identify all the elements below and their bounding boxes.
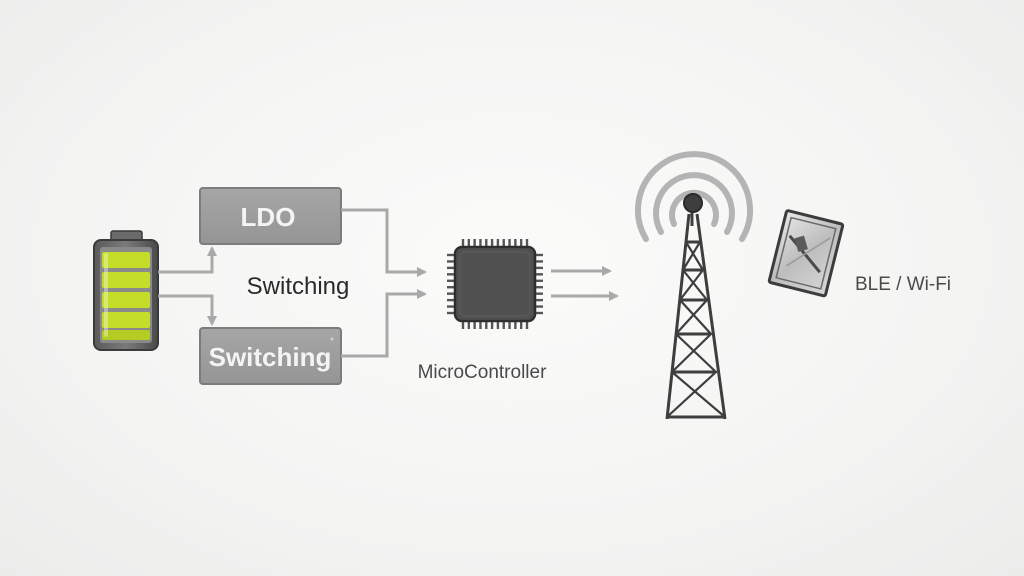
- mcu-output-arrows: [551, 266, 619, 301]
- battery-connectors: [158, 246, 217, 326]
- battery-to-switching-arrow: [158, 294, 217, 326]
- switching-block: Switching: [199, 327, 342, 385]
- wireless-module-icon: [767, 209, 845, 298]
- battery-icon: [93, 230, 159, 351]
- regulator-connectors: [341, 208, 427, 358]
- ldo-label: LDO: [241, 202, 296, 232]
- ldo-block: LDO: [199, 187, 342, 245]
- switching-to-mcu-arrow: [341, 289, 427, 358]
- signal-waves-icon: [635, 151, 753, 242]
- microcontroller-chip-icon: [447, 239, 543, 329]
- wireless-label: BLE / Wi-Fi: [855, 274, 951, 295]
- switching-mid-label: Switching: [247, 273, 350, 300]
- ldo-to-mcu-arrow: [341, 208, 427, 277]
- microcontroller-label: MicroController: [418, 362, 547, 383]
- radio-tower-icon: [665, 193, 727, 420]
- battery-to-ldo-arrow: [158, 246, 217, 274]
- battery-charge-cells: [102, 252, 150, 340]
- switching-label: Switching: [209, 342, 332, 372]
